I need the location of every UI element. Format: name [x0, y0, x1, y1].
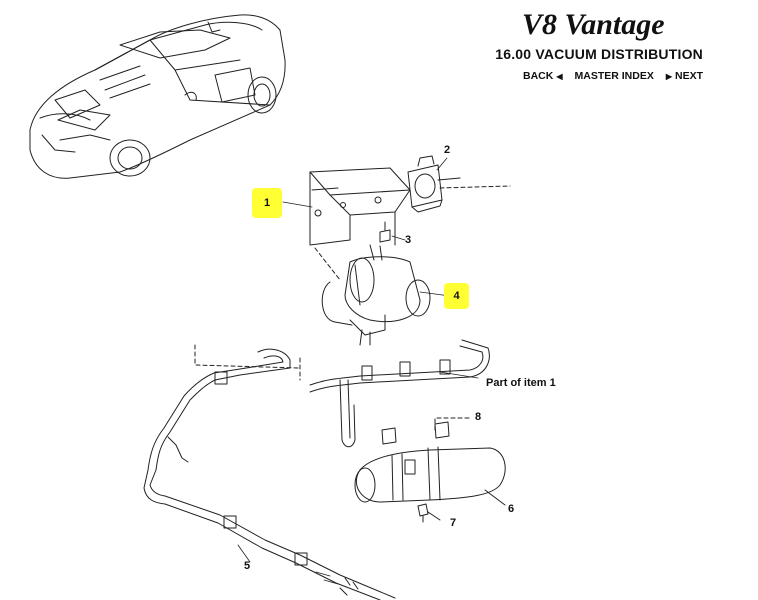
page-title: 16.00 VACUUM DISTRIBUTION	[495, 46, 703, 62]
vacuum-reservoir-part	[354, 446, 506, 506]
next-label: NEXT	[674, 70, 703, 82]
callout-8[interactable]: 8	[475, 411, 482, 423]
car-illustration	[29, 14, 286, 179]
bolt-part-7	[417, 503, 441, 523]
fastener-part-3	[379, 221, 391, 243]
logo-text: V8 Vantage	[522, 8, 665, 41]
back-link[interactable]: BACK ◀	[523, 70, 563, 82]
nav-bar: BACK ◀ MASTER INDEX ▶ NEXT	[523, 70, 703, 82]
callout-3[interactable]: 3	[405, 234, 412, 246]
solenoid-valve-part	[407, 155, 461, 213]
triangle-left-icon: ◀	[556, 71, 563, 81]
vantage-logo: V8 Vantage	[520, 4, 705, 44]
master-index-link[interactable]: MASTER INDEX	[574, 70, 653, 82]
callout-7[interactable]: 7	[450, 517, 457, 529]
master-index-label: MASTER INDEX	[574, 70, 654, 82]
back-label: BACK	[522, 70, 554, 82]
triangle-right-icon: ▶	[665, 71, 672, 81]
next-link[interactable]: ▶ NEXT	[666, 70, 703, 82]
callout-4[interactable]: 4	[444, 283, 469, 309]
vacuum-pipe-part	[309, 339, 490, 448]
part-of-item-label: Part of item 1	[486, 377, 556, 389]
callout-1[interactable]: 1	[252, 188, 282, 218]
clip-part-8	[381, 421, 450, 445]
callout-5[interactable]: 5	[244, 560, 251, 572]
vacuum-hose-part	[143, 348, 396, 600]
bracket-part	[309, 167, 411, 246]
callout-6[interactable]: 6	[508, 503, 515, 515]
vacuum-actuator-part	[321, 244, 431, 346]
callout-2[interactable]: 2	[444, 144, 451, 156]
